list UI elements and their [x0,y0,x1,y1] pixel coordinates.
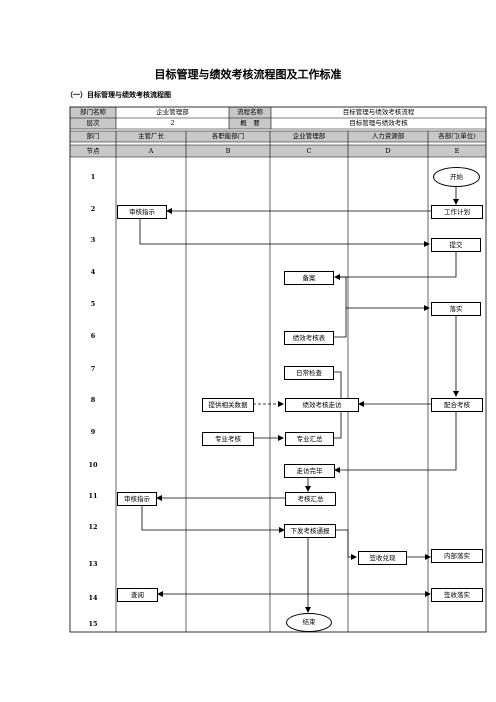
end-node: 结束 [286,613,332,632]
review-instruct-node: 审核指示 [117,205,167,219]
row-number: 7 [90,365,96,373]
lane-letter-d: D [385,147,391,155]
daily-check-node: 日常检查 [284,366,334,380]
consult-node: 查阅 [117,588,158,602]
row-number: 8 [90,396,96,404]
implement-node: 落实 [431,302,481,316]
row-number: 9 [90,428,96,436]
lane-name-e: 各部门(单位) [438,132,476,140]
submit-node: 提交 [431,238,481,252]
lane-letter-c: C [306,147,312,155]
lane-letter-b: B [225,147,231,155]
row-number: 12 [88,523,98,531]
start-node: 开始 [433,167,480,187]
perf-table-node: 绩效考核表 [284,331,334,345]
record-node: 备案 [284,271,334,285]
row-number: 13 [88,560,98,568]
lane-letter-a: A [148,147,154,155]
lane-name-b: 各职能部门 [211,132,245,140]
page-title: 目标管理与绩效考核流程图及工作标准 [154,68,342,81]
review-instruct-node: 审核指示 [117,492,157,506]
lane-name-c: 企业管理部 [292,132,326,140]
process-name-label: 流程名称 [237,108,263,116]
section-subtitle: （一）目标管理与绩效考核流程图 [66,91,171,99]
row-number: 6 [90,332,96,340]
perf-visit-node: 绩效考核走访 [285,398,359,412]
row-number: 10 [88,461,98,469]
dept-name-label: 部门名称 [80,108,106,116]
row-number: 3 [90,236,96,244]
row-number: 11 [88,492,98,500]
lane-letter-e: E [454,147,460,155]
special-assess-node: 专业考核 [202,432,254,446]
sign-impl-node: 签收落实 [431,588,483,602]
row-number: 5 [90,300,96,308]
dept-name-value: 企业管理部 [156,108,189,116]
cooperate-node: 配合考核 [431,398,483,412]
assess-summary-node: 考核汇总 [285,492,336,506]
issue-notice-node: 下发考核通报 [284,524,336,538]
work-plan-node: 工作计划 [431,205,483,219]
row-number: 15 [88,620,98,628]
level-label: 层次 [86,119,100,127]
internal-impl-node: 内部落实 [431,549,483,563]
row-number: 1 [90,173,96,181]
level-value: 2 [170,119,175,127]
summary-value: 目标管理与绩效考核 [349,119,408,127]
special-summary-node: 专业汇总 [285,432,334,446]
row-number: 4 [90,268,96,276]
row-number: 14 [88,594,98,602]
dept-row-label: 部门 [86,132,100,140]
visit-done-node: 走访完毕 [284,464,335,478]
lane-name-d: 人力资源部 [371,132,405,140]
row-number: 2 [90,205,96,213]
summary-label: 概 要 [240,119,260,127]
provide-data-node: 提供相关数据 [202,398,254,412]
lane-name-a: 主管厂长 [138,132,164,140]
process-name-value: 目标管理与绩效考核流程 [342,108,415,116]
sign-fulfill-node: 签收兑现 [358,551,407,565]
node-row-label: 节点 [86,147,100,155]
